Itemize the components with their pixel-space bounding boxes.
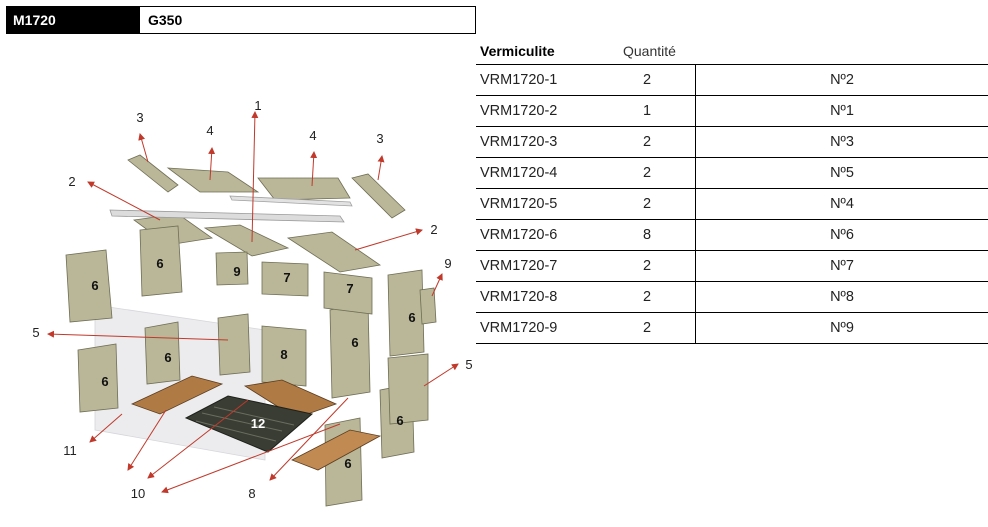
part-qty: 2: [642, 320, 652, 336]
part-9-right: [419, 287, 437, 325]
part-qty: 2: [642, 134, 652, 150]
part-5-left: [217, 313, 251, 376]
part-qty: 1: [642, 103, 652, 119]
callout-8: 8: [248, 486, 255, 501]
parts-table: Vermiculite Quantité VRM1720-1 2 Nº2 VRM…: [476, 40, 988, 344]
callout-5: 5: [32, 325, 39, 340]
part-6-f: [329, 301, 371, 399]
part-ref: VRM1720-6: [480, 227, 558, 243]
table-row: VRM1720-9 2 Nº9: [476, 313, 988, 344]
part-number: Nº2: [830, 72, 854, 88]
part-label-6: 6: [156, 256, 163, 271]
part-number: Nº7: [830, 258, 854, 274]
table-row: VRM1720-5 2 Nº4: [476, 189, 988, 220]
part-label-6: 6: [101, 374, 108, 389]
part-ref: VRM1720-2: [480, 103, 558, 119]
table-row: VRM1720-8 2 Nº8: [476, 282, 988, 313]
callout-3: 3: [136, 110, 143, 125]
callout-4: 4: [206, 123, 213, 138]
part-6-e: [387, 269, 425, 357]
part-label-9: 9: [233, 264, 240, 279]
part-6-c: [77, 343, 119, 413]
table-row: VRM1720-1 2 Nº2: [476, 64, 988, 96]
part-qty: 8: [642, 227, 652, 243]
part-ref: VRM1720-9: [480, 320, 558, 336]
part-label-8: 8: [280, 347, 287, 362]
part-4-left: [166, 167, 260, 193]
callout-9: 9: [444, 256, 451, 271]
part-qty: 2: [642, 196, 652, 212]
part-ref: VRM1720-3: [480, 134, 558, 150]
exploded-view-diagram: 6 6 6 6 6 6 6 6 7 7 8 9 12 1 2 2 3 3: [32, 98, 473, 507]
part-label-7: 7: [346, 281, 353, 296]
part-ref: VRM1720-7: [480, 258, 558, 274]
part-7-right: [323, 271, 373, 315]
callout-4: 4: [309, 128, 316, 143]
part-ref: VRM1720-1: [480, 72, 558, 88]
part-number: Nº8: [830, 289, 854, 305]
part-ref: VRM1720-4: [480, 165, 558, 181]
part-number: Nº6: [830, 227, 854, 243]
part-3-left: [127, 154, 179, 193]
part-8-panel: [261, 325, 307, 387]
part-number: Nº4: [830, 196, 854, 212]
part-6-b: [139, 225, 183, 297]
part-6-a: [65, 249, 113, 323]
part-4-right: [257, 177, 351, 201]
table-row: VRM1720-6 8 Nº6: [476, 220, 988, 251]
part-ref: VRM1720-8: [480, 289, 558, 305]
part-qty: 2: [642, 258, 652, 274]
table-header: Vermiculite Quantité: [476, 40, 988, 64]
callout-5: 5: [465, 357, 472, 372]
model-name: G350: [148, 12, 183, 28]
part-qty: 2: [642, 165, 652, 181]
part-qty: 2: [642, 72, 652, 88]
part-label-6: 6: [164, 350, 171, 365]
callout-2: 2: [430, 222, 437, 237]
part-3-right: [351, 173, 406, 219]
part-number: Nº9: [830, 320, 854, 336]
part-number: Nº3: [830, 134, 854, 150]
table-row: VRM1720-3 2 Nº3: [476, 127, 988, 158]
product-code: M1720: [7, 7, 140, 33]
header-bar: M1720 G350: [6, 6, 476, 34]
part-label-12: 12: [251, 416, 265, 431]
part-label-6: 6: [91, 278, 98, 293]
part-number: Nº5: [830, 165, 854, 181]
callout-11: 11: [63, 443, 77, 458]
part-label-6: 6: [408, 310, 415, 325]
callout-1: 1: [254, 98, 261, 113]
part-label-6: 6: [396, 413, 403, 428]
table-row: VRM1720-7 2 Nº7: [476, 251, 988, 282]
part-qty: 2: [642, 289, 652, 305]
part-2-right: [286, 231, 382, 273]
part-label-6: 6: [351, 335, 358, 350]
part-label-6: 6: [344, 456, 351, 471]
part-9-left: [215, 251, 249, 286]
part-ref: VRM1720-5: [480, 196, 558, 212]
part-6-d: [144, 321, 181, 385]
table-row: VRM1720-2 1 Nº1: [476, 96, 988, 127]
callout-3: 3: [376, 131, 383, 146]
part-number: Nº1: [830, 103, 854, 119]
header-quantity: Quantité: [623, 43, 676, 59]
part-label-7: 7: [283, 270, 290, 285]
table-row: VRM1720-4 2 Nº5: [476, 158, 988, 189]
callout-10: 10: [131, 486, 145, 501]
part-7-left: [261, 261, 309, 297]
header-vermiculite: Vermiculite: [480, 43, 555, 59]
callout-2: 2: [68, 174, 75, 189]
